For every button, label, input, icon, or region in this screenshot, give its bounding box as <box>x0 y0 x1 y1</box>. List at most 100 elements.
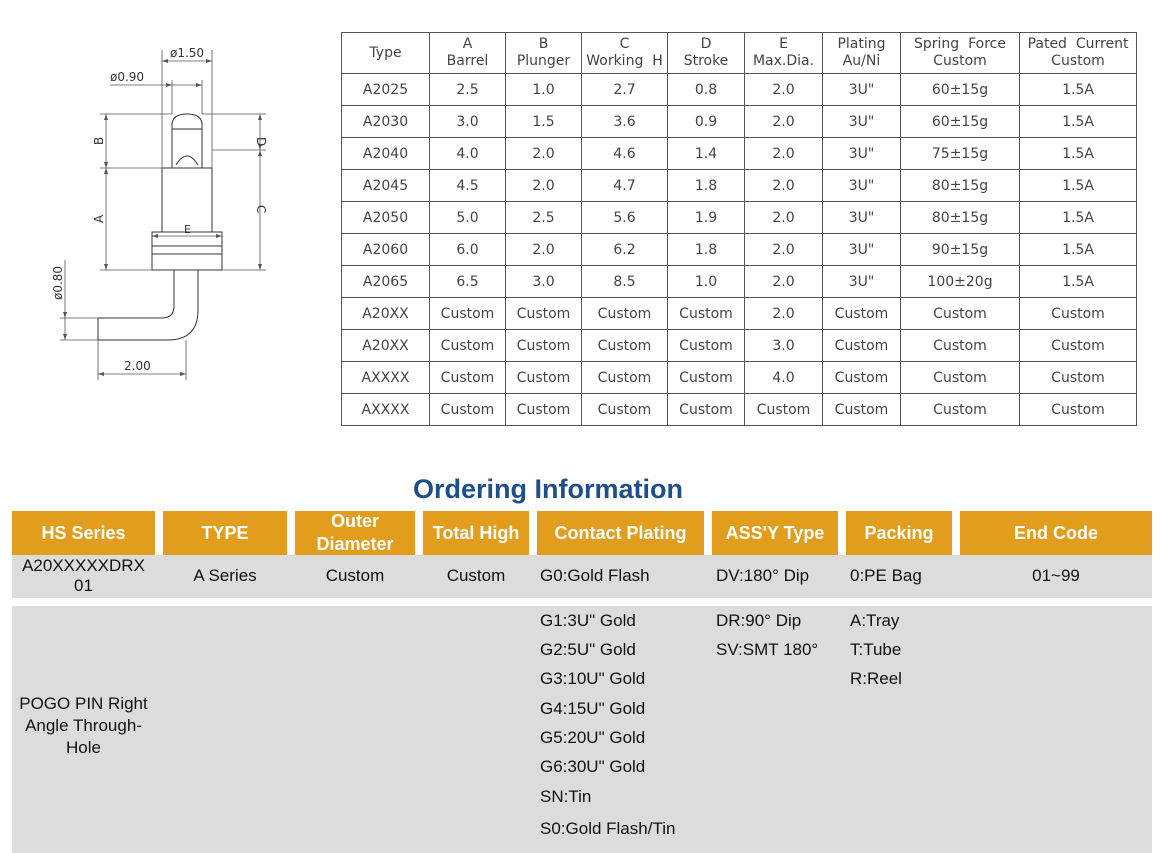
spec-cell-spring-force: 80±15g <box>900 169 1020 202</box>
spec-cell-working-h: 4.7 <box>581 169 668 202</box>
spec-cell-plating: Custom <box>822 393 901 426</box>
spec-cell-spring-force: 100±20g <box>900 265 1020 298</box>
header-type: Type <box>341 32 430 74</box>
spec-cell-barrel: Custom <box>429 361 506 394</box>
spec-cell-spring-force: Custom <box>900 361 1020 394</box>
plating-option: G4:15U" Gold <box>540 699 646 718</box>
assy-option: DR:90° Dip <box>716 611 802 630</box>
spec-cell-rated-current: Custom <box>1019 329 1137 362</box>
type-value: A Series <box>193 566 257 585</box>
spec-cell-plating: Custom <box>822 329 901 362</box>
dim-label-a: A <box>92 214 106 223</box>
dim-label-d: D <box>254 137 268 146</box>
dim-barrel-dia: ø0.90 <box>110 70 144 84</box>
spec-cell-type: A2060 <box>341 233 430 266</box>
spec-cell-max-dia: 2.0 <box>744 265 823 298</box>
spec-cell-spring-force: 60±15g <box>900 105 1020 138</box>
spec-cell-stroke: 0.8 <box>667 73 745 106</box>
spec-cell-plunger: Custom <box>505 393 582 426</box>
dim-label-c: C <box>254 205 268 213</box>
spec-cell-rated-current: 1.5A <box>1019 137 1137 170</box>
plating-option: G6:30U" Gold <box>540 757 646 776</box>
spec-cell-max-dia: 2.0 <box>744 297 823 330</box>
end-code-value: 01~99 <box>1032 566 1080 585</box>
spec-cell-plating: 3U" <box>822 169 901 202</box>
spec-cell-plating: Custom <box>822 361 901 394</box>
spec-cell-max-dia: 2.0 <box>744 105 823 138</box>
spec-cell-max-dia: 2.0 <box>744 169 823 202</box>
spec-cell-working-h: 5.6 <box>581 201 668 234</box>
spec-cell-type: AXXXX <box>341 361 430 394</box>
spec-cell-barrel: 2.5 <box>429 73 506 106</box>
spec-cell-rated-current: 1.5A <box>1019 105 1137 138</box>
spec-cell-stroke: 1.8 <box>667 169 745 202</box>
spec-cell-max-dia: 2.0 <box>744 73 823 106</box>
dim-tail-dia: ø0.80 <box>51 266 65 300</box>
spec-cell-barrel: Custom <box>429 329 506 362</box>
pogo-pin-drawing: ø1.50 ø0.90 B A D C E ø0.80 2.00 <box>51 46 268 380</box>
spec-cell-spring-force: 75±15g <box>900 137 1020 170</box>
spec-cell-type: A2025 <box>341 73 430 106</box>
spec-cell-type: A20XX <box>341 329 430 362</box>
spec-cell-rated-current: Custom <box>1019 297 1137 330</box>
spec-cell-stroke: 1.4 <box>667 137 745 170</box>
ordering-title: Ordering Information <box>413 474 683 504</box>
header-end-code: End Code <box>960 511 1152 555</box>
spec-cell-plating: 3U" <box>822 233 901 266</box>
header-total-high: Total High <box>423 511 529 555</box>
spec-cell-working-h: Custom <box>581 393 668 426</box>
spec-cell-working-h: 2.7 <box>581 73 668 106</box>
header-type: TYPE <box>163 511 287 555</box>
total-high-value: Custom <box>446 566 506 585</box>
spec-cell-plating: Custom <box>822 297 901 330</box>
spec-cell-plating: 3U" <box>822 137 901 170</box>
outer-diameter-value: Custom <box>325 566 385 585</box>
spec-cell-barrel: 4.5 <box>429 169 506 202</box>
spec-cell-plunger: Custom <box>505 297 582 330</box>
spec-cell-plunger: 1.5 <box>505 105 582 138</box>
spec-cell-plating: 3U" <box>822 105 901 138</box>
spec-cell-spring-force: 60±15g <box>900 73 1020 106</box>
header-packing: Packing <box>846 511 952 555</box>
spec-cell-spring-force: 90±15g <box>900 233 1020 266</box>
packing-option-pe-bag: 0:PE Bag <box>850 566 922 585</box>
spec-cell-barrel: 6.0 <box>429 233 506 266</box>
spec-cell-working-h: 8.5 <box>581 265 668 298</box>
spec-cell-barrel: 6.5 <box>429 265 506 298</box>
spec-cell-rated-current: 1.5A <box>1019 201 1137 234</box>
plating-option: SN:Tin <box>540 787 592 806</box>
spec-cell-spring-force: 80±15g <box>900 201 1020 234</box>
spec-cell-stroke: Custom <box>667 361 745 394</box>
spec-cell-max-dia: 2.0 <box>744 233 823 266</box>
spec-cell-rated-current: 1.5A <box>1019 73 1137 106</box>
header-hs-series: HS Series <box>12 511 155 555</box>
spec-cell-stroke: 1.9 <box>667 201 745 234</box>
packing-option: R:Reel <box>850 669 902 688</box>
header-assy-type: ASS'Y Type <box>712 511 838 555</box>
spec-cell-spring-force: Custom <box>900 329 1020 362</box>
packing-option: T:Tube <box>850 640 902 659</box>
spec-cell-plating: 3U" <box>822 73 901 106</box>
spec-cell-plunger: 2.0 <box>505 169 582 202</box>
spec-cell-spring-force: Custom <box>900 297 1020 330</box>
ordering-row-2 <box>12 606 1152 853</box>
spec-cell-type: A2040 <box>341 137 430 170</box>
spec-cell-barrel: 5.0 <box>429 201 506 234</box>
spec-cell-type: A2030 <box>341 105 430 138</box>
spec-cell-rated-current: Custom <box>1019 361 1137 394</box>
